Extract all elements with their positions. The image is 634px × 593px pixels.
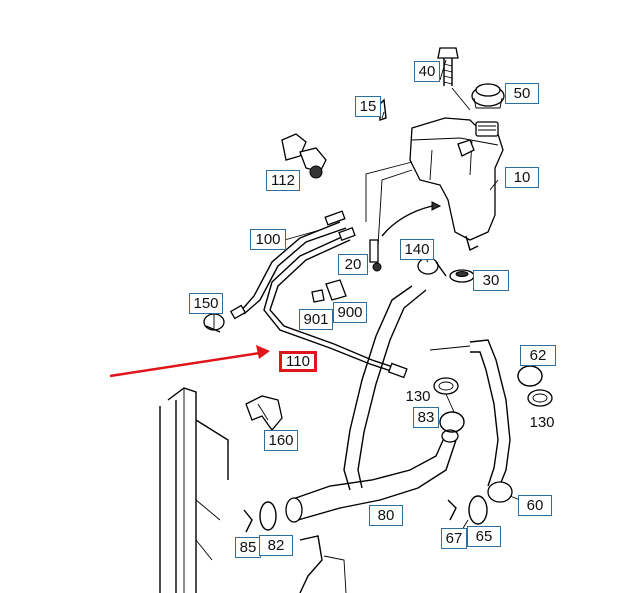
ring-85 — [259, 501, 277, 531]
connector-20 — [369, 239, 382, 272]
callout-80[interactable]: 80 — [369, 505, 403, 526]
highlight-arrow — [109, 345, 270, 378]
callout-150[interactable]: 150 — [189, 293, 223, 314]
callout-10[interactable]: 10 — [505, 167, 539, 188]
callout-62[interactable]: 62 — [520, 345, 556, 366]
callout-15[interactable]: 15 — [355, 96, 381, 117]
flow-arrow — [381, 205, 433, 237]
hose-60 — [429, 339, 513, 503]
expansion-tank — [409, 117, 504, 252]
ring-62 — [517, 365, 543, 387]
callout-83[interactable]: 83 — [413, 407, 439, 428]
radiator — [159, 387, 347, 593]
clip-112 — [281, 133, 327, 179]
tank-line — [365, 161, 413, 222]
callout-130-right[interactable]: 130 — [529, 414, 555, 431]
bracket-160 — [245, 395, 283, 432]
callout-130-left[interactable]: 130 — [405, 388, 431, 405]
callout-140[interactable]: 140 — [400, 239, 434, 260]
callout-20[interactable]: 20 — [338, 254, 368, 275]
callout-100[interactable]: 100 — [250, 229, 286, 250]
clamp-130-left — [433, 377, 459, 395]
ring-65 — [468, 495, 488, 525]
hose-110 — [263, 227, 408, 379]
clip-67 — [447, 499, 457, 521]
clamp-140 — [417, 257, 447, 277]
callout-50[interactable]: 50 — [505, 83, 539, 104]
callout-85[interactable]: 85 — [235, 537, 261, 558]
callout-40[interactable]: 40 — [414, 61, 440, 82]
callout-30[interactable]: 30 — [473, 270, 509, 291]
tank-cap — [471, 83, 505, 109]
clamp-130-right — [527, 389, 553, 407]
clip-85 — [243, 509, 253, 533]
ring-83 — [439, 411, 465, 433]
hose-100 — [229, 210, 347, 320]
callout-67[interactable]: 67 — [441, 528, 467, 549]
main-hose — [343, 285, 427, 491]
fitting-900 — [311, 279, 347, 303]
callout-900[interactable]: 900 — [333, 302, 367, 323]
bolt — [437, 47, 471, 111]
callout-112[interactable]: 112 — [266, 170, 300, 191]
grommet-30 — [449, 269, 475, 283]
callout-110[interactable]: 110 — [279, 351, 317, 372]
callout-160[interactable]: 160 — [264, 430, 298, 451]
lower-hose-80 — [285, 429, 459, 523]
callout-82[interactable]: 82 — [259, 535, 293, 556]
callout-65[interactable]: 65 — [467, 526, 501, 547]
callout-901[interactable]: 901 — [299, 309, 333, 330]
callout-60[interactable]: 60 — [518, 495, 552, 516]
